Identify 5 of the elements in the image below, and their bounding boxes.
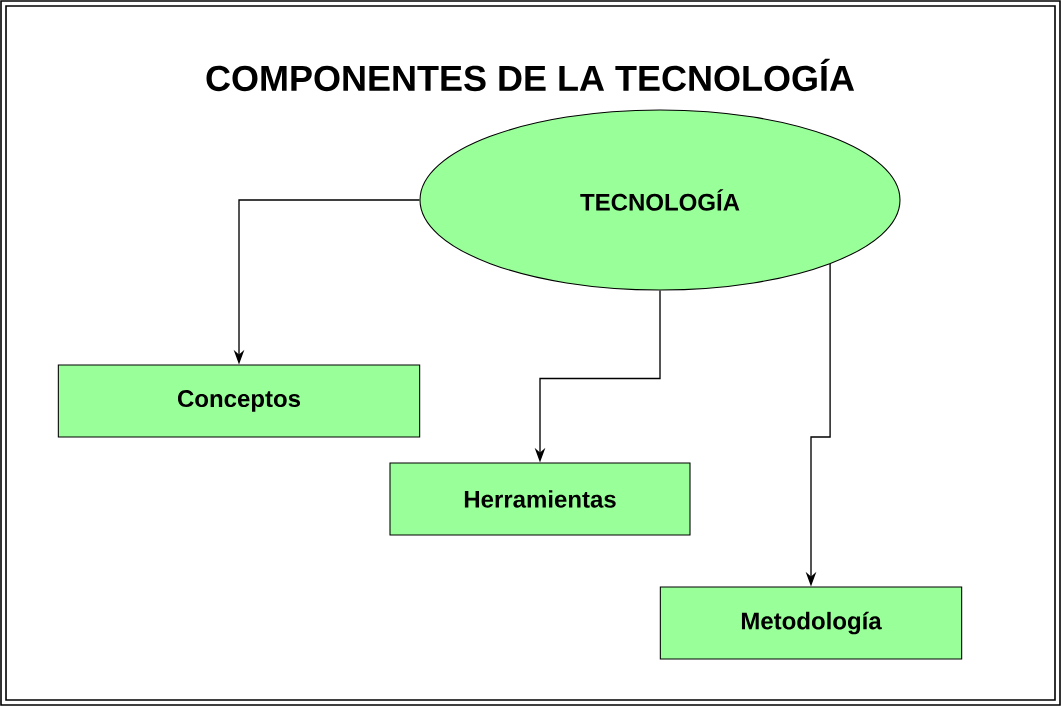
process-box: Herramientas xyxy=(389,462,691,536)
title: COMPONENTES DE LA TECNOLOGÍA xyxy=(206,58,855,92)
process-box: Conceptos xyxy=(57,364,421,438)
process-box: Metodología xyxy=(659,586,963,660)
ellipse-node: TECNOLOGÍA xyxy=(419,109,901,291)
